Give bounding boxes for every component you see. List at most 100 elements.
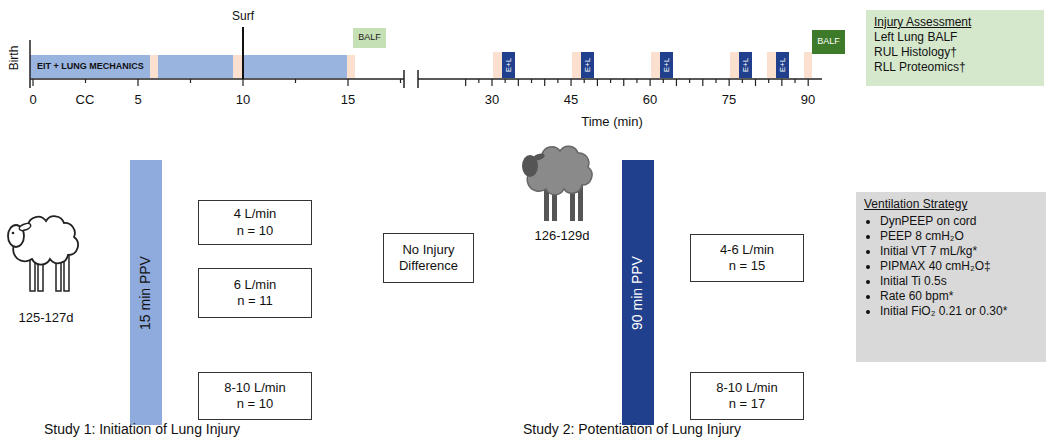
node-text: RLL Proteomics† [874, 60, 966, 75]
pause-segment [767, 52, 776, 78]
node-text: BALF [358, 32, 381, 43]
assessment-panel: Injury AssessmentLeft Lung BALFRUL Histo… [866, 10, 1044, 86]
age-label: 126-129d [535, 228, 590, 244]
node-text: 4-6 L/min [720, 242, 774, 258]
axis-tick [742, 79, 743, 83]
axis-tick [676, 79, 677, 86]
pause-segment [150, 55, 158, 78]
tick-label: 10 [236, 92, 250, 108]
axis-tick [623, 79, 624, 86]
axis-break [403, 70, 405, 88]
panel-heading: Ventilation Strategy [864, 197, 967, 212]
panel-heading: Injury Assessment [874, 15, 971, 30]
event-label: Surf [232, 9, 254, 23]
group-box: 8-10 L/minn = 17 [690, 372, 804, 420]
node-text: Left Lung BALF [874, 30, 957, 45]
study-caption: Study 2: Potentiation of Lung Injury [523, 421, 741, 438]
axis-tick [715, 79, 716, 83]
node-text: n = 15 [729, 258, 766, 274]
node-text: PEEP 8 cmH₂O [880, 229, 1007, 244]
axis-tick [295, 79, 296, 83]
axis-tick [597, 79, 598, 86]
axis-tick [755, 79, 756, 86]
strategy-panel: Ventilation StrategyDynPEEP on cordPEEP … [856, 192, 1046, 362]
node-text: 6 L/min [234, 277, 277, 293]
pause-segment [347, 55, 355, 78]
node-text: Initial VT 7 mL/kg* [880, 244, 1007, 259]
axis-tick [689, 79, 690, 83]
surfactant-marker [242, 27, 244, 79]
bullet-item: Initial VT 7 mL/kg* [880, 244, 1007, 259]
tick-label: 90 [801, 92, 815, 108]
node-text: E+L [662, 58, 672, 72]
node-text: RUL Histology† [874, 45, 957, 60]
axis-tick [636, 79, 637, 83]
axis-tick [702, 79, 703, 86]
group-box: 4-6 L/minn = 15 [690, 234, 804, 282]
axis-tick [557, 79, 558, 83]
bullet-item: Initial Ti 0.5s [880, 274, 1007, 289]
event-label: CC [76, 92, 95, 108]
node-text: E+L [583, 58, 593, 72]
axis-tick [242, 79, 243, 86]
node-text: No Injury Difference [389, 242, 468, 275]
node-text: n = 11 [237, 293, 273, 309]
bullet-item: Initial FiO₂ 0.21 or 0.30* [880, 304, 1007, 319]
axis-tick [478, 79, 479, 83]
axis-tick [768, 79, 769, 83]
node-text: 8-10 L/min [716, 380, 777, 396]
node-text: E+L [504, 58, 514, 72]
axis-tick [32, 79, 33, 86]
pause-segment [651, 52, 660, 78]
axis-tick [531, 79, 532, 83]
axis-tick [570, 79, 571, 86]
bullet-item: PEEP 8 cmH₂O [880, 229, 1007, 244]
node-text: BALF [817, 36, 840, 47]
eit-mechanics-marker: E+L [502, 52, 515, 78]
node-text: 8-10 L/min [224, 380, 285, 396]
node-text: 90 min PPV [629, 256, 647, 330]
node-text: DynPEEP on cord [880, 214, 1007, 229]
node-text: 15 min PPV [137, 256, 155, 330]
node-text: E+L [778, 58, 788, 72]
axis-tick [729, 79, 730, 86]
node-text: n = 17 [729, 396, 766, 412]
ventilation-bar: 90 min PPV [622, 160, 654, 425]
pause-segment [233, 55, 242, 78]
node-text: Initial Ti 0.5s [880, 274, 1007, 289]
pause-segment [572, 52, 581, 78]
axis-tick [663, 79, 664, 83]
axis-tick [518, 79, 519, 86]
axis-tick [649, 79, 650, 86]
axis-title: Time (min) [581, 114, 643, 130]
axis-tick [781, 79, 782, 86]
tick-label: 15 [341, 92, 355, 108]
tick-label: 5 [134, 92, 141, 108]
pause-segment [804, 52, 812, 78]
node-text: Initial FiO₂ 0.21 or 0.30* [880, 304, 1007, 319]
eit-mechanics-marker: E+L [660, 52, 673, 78]
birth-marker [29, 40, 31, 88]
ventilation-bar: 15 min PPV [130, 160, 162, 425]
axis-tick [794, 79, 795, 83]
axis-tick [190, 79, 191, 83]
bullet-item: Rate 60 bpm* [880, 289, 1007, 304]
balf-marker: BALF [812, 30, 845, 54]
pause-segment [493, 52, 502, 78]
phase-band: EIT + LUNG MECHANICS [30, 55, 151, 78]
bullet-item: DynPEEP on cord [880, 214, 1007, 229]
node-text: n = 10 [237, 396, 274, 412]
axis-tick [544, 79, 545, 86]
axis-tick [400, 79, 401, 83]
node-text: E+L [741, 58, 751, 72]
axis-tick [808, 79, 809, 86]
tick-label: 0 [29, 92, 36, 108]
axis-tick [584, 79, 585, 83]
group-box: 4 L/minn = 10 [198, 200, 312, 245]
axis-ticks [33, 79, 808, 86]
axis-tick [137, 79, 138, 86]
axis-tick [347, 79, 348, 86]
node-text: n = 10 [237, 223, 274, 239]
axis-tick [465, 79, 466, 86]
axis-break [417, 70, 419, 88]
